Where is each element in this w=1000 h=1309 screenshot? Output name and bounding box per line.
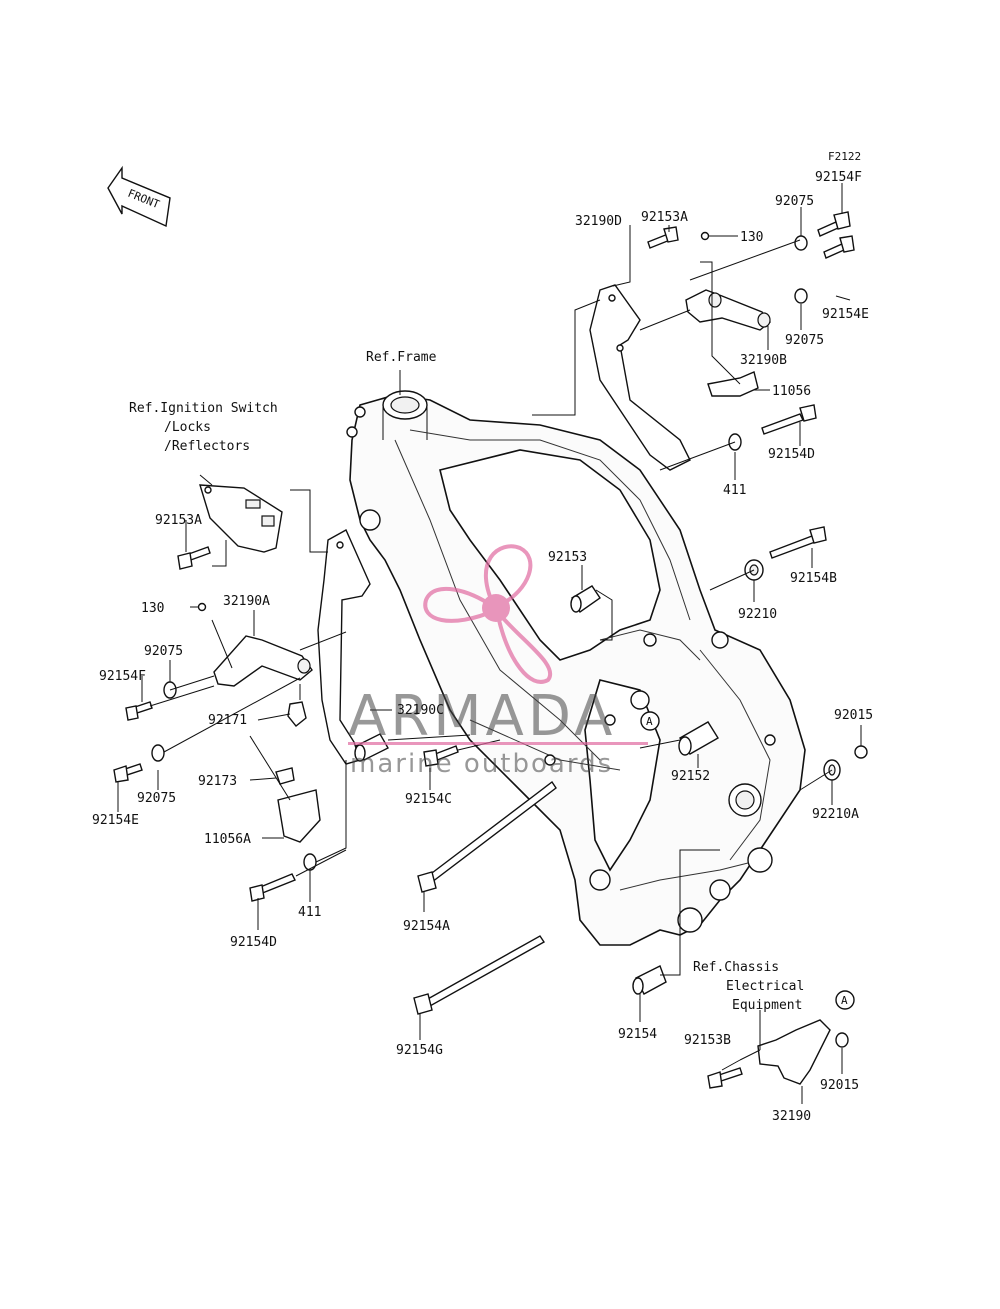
bolt-92154f-left-drawing bbox=[125, 701, 153, 721]
bolt-92154f-top-drawing bbox=[817, 211, 851, 237]
part-label: 92015 bbox=[834, 708, 873, 723]
bracket-ignition-plate-drawing bbox=[199, 484, 283, 553]
part-label: 92210A bbox=[812, 807, 859, 822]
clamp-92173-drawing bbox=[275, 767, 295, 785]
part-label: 92154A bbox=[403, 919, 450, 934]
long-bolt-92154g-drawing bbox=[413, 935, 546, 1015]
diagram-code: F2122 bbox=[828, 150, 861, 163]
part-label: 11056 bbox=[772, 384, 811, 399]
part-label: 92153 bbox=[548, 550, 587, 565]
part-label: 411 bbox=[723, 483, 746, 498]
part-label: 32190 bbox=[772, 1109, 811, 1124]
marker-a-label: A bbox=[841, 994, 848, 1007]
screw-130-top-drawing bbox=[700, 231, 718, 241]
bolt-92154d-left-drawing bbox=[249, 873, 296, 902]
part-label: 92075 bbox=[137, 791, 176, 806]
marker-a-label: A bbox=[646, 715, 653, 728]
part-label: 92153A bbox=[155, 513, 202, 528]
part-label: 92153A bbox=[641, 210, 688, 225]
main-frame-drawing bbox=[346, 390, 806, 946]
part-label: 92154G bbox=[396, 1043, 443, 1058]
part-label: 92154E bbox=[822, 307, 869, 322]
part-label: 130 bbox=[740, 230, 763, 245]
part-label: 92154C bbox=[405, 792, 452, 807]
part-label: 92075 bbox=[775, 194, 814, 209]
ref-chassis-line1: Ref.Chassis bbox=[693, 960, 779, 975]
part-label: 92154F bbox=[99, 669, 146, 684]
nut-92015-right-drawing bbox=[854, 745, 868, 759]
washer-92075-left2-drawing bbox=[151, 744, 165, 762]
screw-130-left-drawing bbox=[197, 602, 207, 612]
watermark-brand: ARMADA bbox=[348, 684, 616, 749]
bolt-92153a-left-drawing bbox=[177, 546, 211, 570]
watermark-tagline: marine outboards bbox=[350, 749, 613, 779]
nut-92015-bottom-drawing bbox=[835, 1032, 849, 1048]
bracket-32190d-drawing bbox=[589, 284, 691, 471]
long-bolt-92154a-drawing bbox=[417, 780, 557, 893]
part-label: 92154B bbox=[790, 571, 837, 586]
collar-92154-drawing bbox=[632, 965, 667, 995]
part-labels: 92154F 92075 92153A 130 32190D 92154E 92… bbox=[92, 170, 873, 1124]
leader-lines bbox=[117, 183, 862, 1104]
part-label: 32190D bbox=[575, 214, 622, 229]
part-label: 32190A bbox=[223, 594, 270, 609]
part-label: 92154D bbox=[230, 935, 277, 950]
part-label: 32190C bbox=[397, 703, 444, 718]
part-label: 92152 bbox=[671, 769, 710, 784]
marker-a-frame: A bbox=[640, 711, 660, 731]
ref-ignition-line2: /Locks bbox=[164, 420, 211, 435]
bolt-92154b-drawing bbox=[769, 526, 827, 559]
watermark: ARMADA marine outboards bbox=[348, 544, 648, 779]
part-label: 92173 bbox=[198, 774, 237, 789]
washer-92075-mid-drawing bbox=[794, 288, 808, 304]
collar-92152-drawing bbox=[678, 721, 719, 756]
collar-92153-drawing bbox=[570, 585, 601, 614]
marker-a-chassis: A bbox=[835, 990, 855, 1010]
part-label: 92154 bbox=[618, 1027, 657, 1042]
washer-411-left-drawing bbox=[303, 853, 317, 871]
bolt-92153b-drawing bbox=[707, 1067, 743, 1089]
bracket-32190a-drawing bbox=[213, 635, 313, 687]
bolt-92154d-right-drawing bbox=[761, 404, 817, 435]
bolt-92154c-drawing bbox=[423, 745, 459, 767]
part-label: 92075 bbox=[144, 644, 183, 659]
ref-ignition-line1: Ref.Ignition Switch bbox=[129, 401, 278, 416]
part-label: 32190B bbox=[740, 353, 787, 368]
front-arrow-icon: FRONT bbox=[107, 165, 171, 228]
part-label: 92171 bbox=[208, 713, 247, 728]
ref-frame-label: Ref.Frame bbox=[366, 350, 437, 365]
ref-chassis-line3: Equipment bbox=[732, 998, 802, 1013]
ref-chassis-line2: Electrical bbox=[726, 979, 804, 994]
part-label: 92153B bbox=[684, 1033, 731, 1048]
ref-ignition-line3: /Reflectors bbox=[164, 439, 250, 454]
part-label: 92154E bbox=[92, 813, 139, 828]
clamp-92171-drawing bbox=[287, 701, 307, 727]
bracket-32190b-drawing bbox=[685, 289, 771, 331]
bracket-32190-drawing bbox=[757, 1019, 831, 1085]
part-label: 92015 bbox=[820, 1078, 859, 1093]
part-label: 11056A bbox=[204, 832, 251, 847]
part-label: 92210 bbox=[738, 607, 777, 622]
part-label: 92154F bbox=[815, 170, 862, 185]
part-label: 130 bbox=[141, 601, 164, 616]
propeller-logo-icon bbox=[423, 544, 553, 684]
part-label: 92154D bbox=[768, 447, 815, 462]
bolt-92154e-left-drawing bbox=[113, 763, 143, 783]
part-label: 411 bbox=[298, 905, 321, 920]
bolt-92153a-top-drawing bbox=[647, 226, 679, 249]
part-label: 92075 bbox=[785, 333, 824, 348]
plate-11056a-drawing bbox=[277, 789, 321, 843]
bolt-92154e-top-drawing bbox=[823, 235, 855, 259]
plate-11056-drawing bbox=[707, 371, 759, 397]
washer-92075-top-drawing bbox=[794, 235, 808, 251]
